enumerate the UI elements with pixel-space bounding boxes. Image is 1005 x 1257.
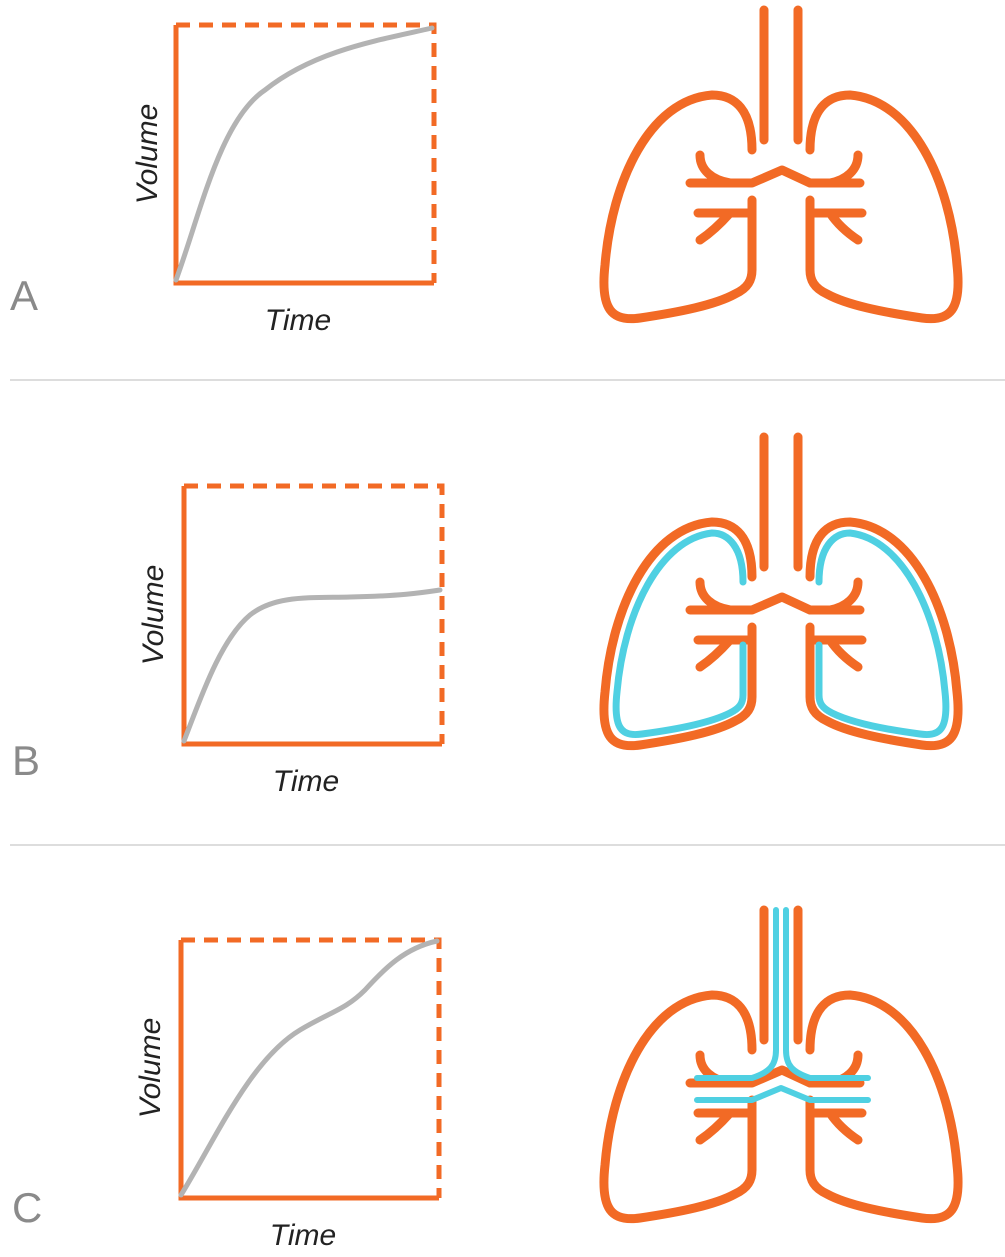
graph-bound-dashed-c [181, 940, 439, 1198]
y-axis-label-c: Volume [134, 1018, 167, 1119]
panel-letter-c: C [12, 1184, 42, 1231]
volume-curve-b [184, 590, 440, 741]
panel-letter-a: A [10, 272, 38, 319]
graph-axes-c [181, 940, 439, 1198]
graph-axes-b [184, 486, 442, 744]
y-axis-label-b: Volume [137, 565, 170, 666]
panel-c: C Time Volume [12, 910, 958, 1252]
lungs-illustration-b [604, 437, 958, 746]
panel-a: A Time Volume [10, 10, 958, 337]
volume-time-graph-c: Time Volume [134, 940, 439, 1252]
x-axis-label-c: Time [270, 1219, 336, 1252]
x-axis-label-b: Time [273, 765, 339, 798]
y-axis-label-a: Volume [131, 104, 164, 205]
lungs-illustration-a [604, 10, 958, 319]
volume-time-graph-b: Time Volume [137, 486, 442, 798]
volume-curve-a [176, 28, 432, 280]
volume-time-graph-a: Time Volume [131, 25, 434, 337]
panel-letter-b: B [12, 737, 40, 784]
x-axis-label-a: Time [265, 304, 331, 337]
volume-curve-c [181, 941, 437, 1195]
lung-lining-highlight [616, 533, 946, 735]
panel-b: B Time Volume [12, 437, 958, 798]
lungs-illustration-c [604, 910, 958, 1219]
graph-bound-dashed-b [184, 486, 442, 744]
